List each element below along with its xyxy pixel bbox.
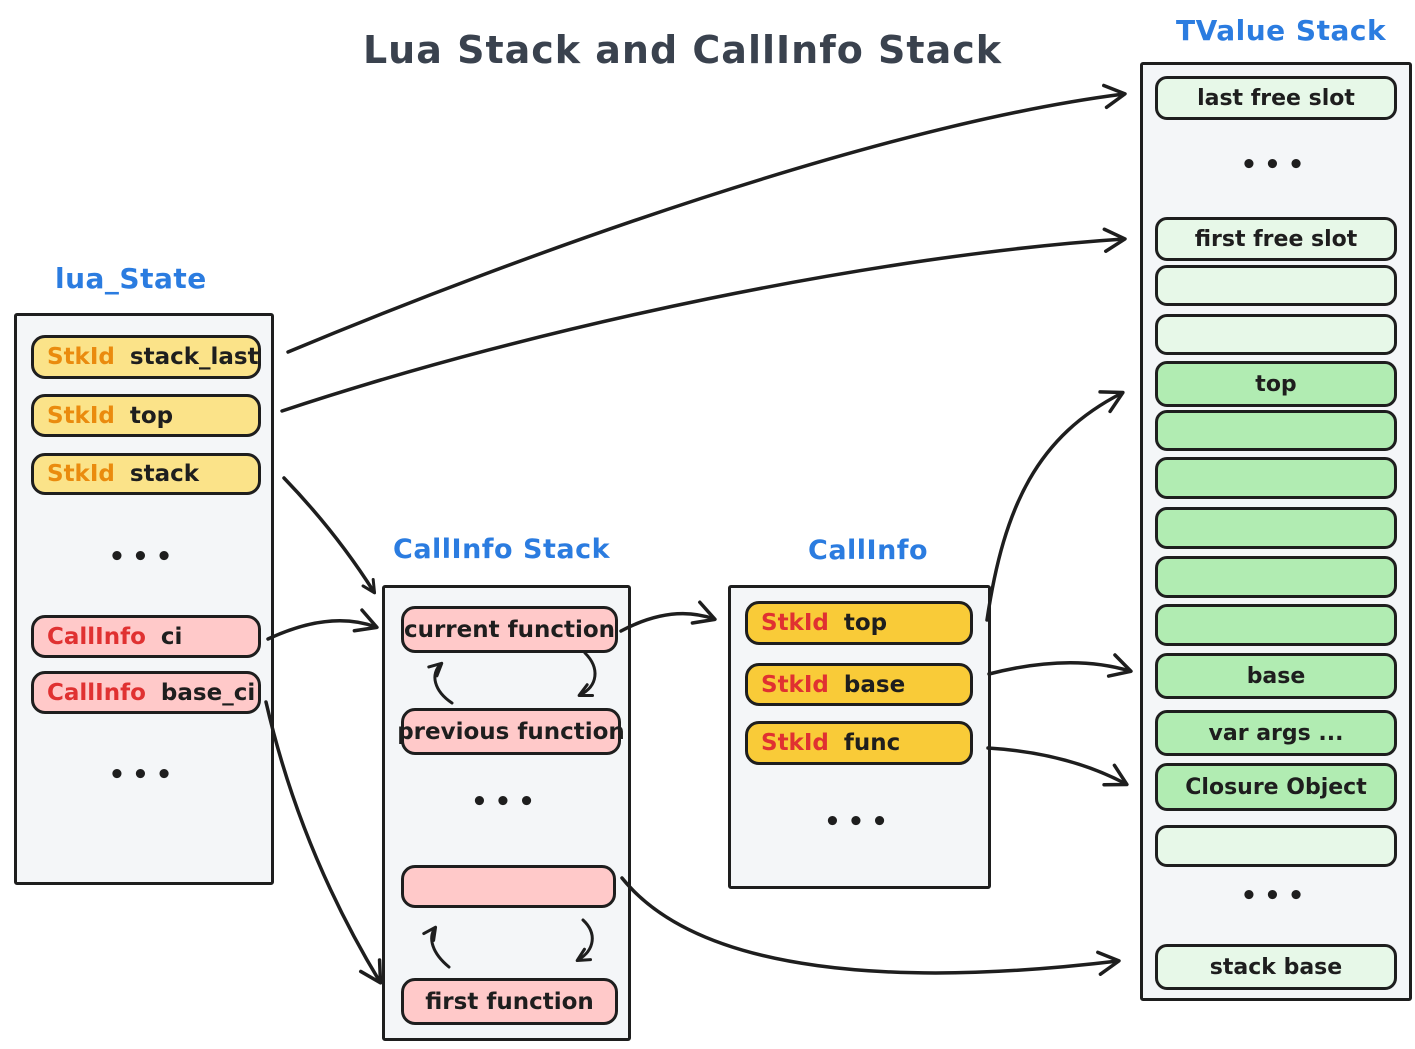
ellipsis: ••• [1240,150,1312,180]
field-type: StkId [761,671,829,698]
field-name: func [843,730,901,756]
arrow-ci-base-to-tvalue-base [987,653,1133,678]
tvalue-stack-box: last free slot ••• first free slot top b… [1140,62,1412,1001]
field-callinfo-ci: CallInfo ci [31,615,261,658]
field-type: StkId [47,344,115,370]
callinfo-box: StkId top StkId base StkId func ••• [728,585,991,889]
field-type: CallInfo [47,623,146,650]
callinfo-stack-box: current function previous function ••• f… [382,585,631,1041]
arrow-base-ci-to-first-function [264,700,383,985]
field-ci-stkid-top: StkId top [745,601,973,645]
slot-var-args: var args ... [1155,710,1397,756]
slot-empty [1155,457,1397,499]
tvalue-stack-label: TValue Stack [1176,14,1387,47]
item-empty-callinfo [401,865,616,908]
lua-state-box: StkId stack_last StkId top StkId stack •… [14,313,274,885]
diagram-title: Lua Stack and CallInfo Stack [362,28,1003,72]
ellipsis: ••• [1240,881,1312,911]
arrow-top-to-first-free-slot [280,227,1127,413]
slot-base: base [1155,653,1397,699]
slot-empty [1155,556,1397,598]
callinfo-label: CallInfo [808,535,929,566]
arrow-stack-to-callinfo-stack [282,476,377,595]
arrow-ci-top-to-tvalue-top [985,390,1125,622]
field-name: stack_last [129,344,259,370]
field-type: StkId [761,610,829,636]
ellipsis: ••• [824,807,895,837]
field-stkid-stack-last: StkId stack_last [31,335,261,379]
item-previous-function: previous function [397,708,625,755]
arrow-stack-last-to-last-free-slot [286,83,1127,354]
arrow-ci-func-to-closure-object [986,746,1129,787]
field-callinfo-base-ci: CallInfo base_ci [31,671,261,714]
field-type: StkId [47,402,115,429]
arrow-callinfo-stack-to-stack-base [620,876,1121,976]
slot-stack-base: stack base [1155,944,1397,990]
field-name: top [129,402,174,429]
field-name: stack [129,461,200,487]
item-current-function: current function [401,606,618,653]
field-ci-stkid-func: StkId func [745,721,973,765]
slot-empty [1155,265,1397,306]
slot-empty [1155,314,1397,355]
slot-closure-object: Closure Object [1155,763,1397,811]
field-type: StkId [47,461,115,487]
slot-empty [1155,507,1397,549]
field-ci-stkid-base: StkId base [745,663,973,706]
field-stkid-top: StkId top [31,394,261,437]
field-name: ci [160,623,183,650]
ellipsis: ••• [108,542,180,572]
callinfo-stack-label: CallInfo Stack [393,534,611,565]
field-name: base_ci [160,679,256,706]
item-first-function: first function [401,978,618,1025]
slot-first-free-slot: first free slot [1155,217,1397,261]
slot-empty [1155,604,1397,646]
arrow-current-function-to-callinfo [619,600,717,633]
arrow-ci-to-current-function [266,608,379,641]
field-stkid-stack: StkId stack [31,453,261,495]
ellipsis: ••• [108,760,180,790]
slot-empty [1155,825,1397,867]
ellipsis: ••• [471,787,542,817]
field-type: CallInfo [47,679,146,706]
slot-empty [1155,410,1397,451]
field-name: base [843,671,906,698]
lua-state-label: lua_State [55,262,207,295]
field-name: top [843,610,888,636]
slot-top: top [1155,361,1397,407]
field-type: StkId [761,730,829,756]
slot-last-free-slot: last free slot [1155,76,1397,120]
